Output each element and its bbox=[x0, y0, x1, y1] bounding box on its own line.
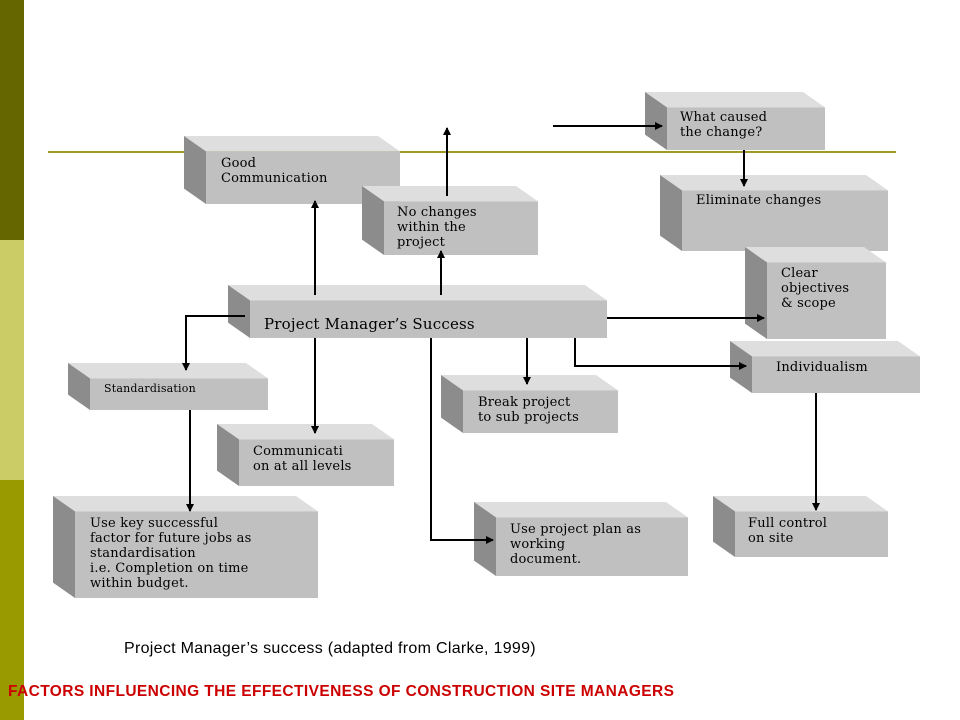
sidebar-band-middle bbox=[0, 240, 24, 480]
box-label-no-changes: No changes within the project bbox=[397, 205, 477, 250]
box-front-face bbox=[206, 151, 400, 204]
box-label-what-caused: What caused the change? bbox=[680, 110, 768, 140]
box-standardisation bbox=[68, 363, 268, 410]
box-front-face bbox=[250, 300, 607, 338]
box-good-communication bbox=[184, 136, 400, 204]
box-front-face bbox=[496, 517, 688, 576]
sidebar-band-bottom bbox=[0, 480, 24, 720]
box-side-face bbox=[217, 424, 239, 486]
box-label-use-project-plan: Use project plan as working document. bbox=[510, 522, 642, 567]
box-use-project-plan bbox=[474, 502, 688, 576]
box-communication-all-levels bbox=[217, 424, 394, 486]
box-label-full-control: Full control on site bbox=[748, 516, 828, 546]
box-top-face bbox=[441, 375, 618, 391]
box-top-face bbox=[645, 92, 825, 108]
box-top-face bbox=[745, 247, 886, 263]
title-rule-line bbox=[48, 151, 896, 153]
box-top-face bbox=[474, 502, 688, 518]
slide-footer-title: FACTORS INFLUENCING THE EFFECTIVENESS OF… bbox=[8, 683, 675, 700]
box-front-face bbox=[463, 390, 618, 433]
box-side-face bbox=[362, 186, 384, 255]
box-top-face bbox=[184, 136, 400, 152]
box-what-caused bbox=[645, 92, 825, 150]
box-label-clear-objectives: Clear objectives & scope bbox=[781, 266, 850, 311]
box-label-standardisation: Standardisation bbox=[104, 382, 196, 395]
box-side-face bbox=[660, 175, 682, 251]
box-label-break-project: Break project to sub projects bbox=[478, 395, 579, 425]
box-top-face bbox=[228, 285, 607, 301]
box-side-face bbox=[228, 285, 250, 338]
box-project-manager-success bbox=[228, 285, 607, 338]
box-side-face bbox=[68, 363, 90, 410]
box-full-control bbox=[713, 496, 888, 557]
box-front-face bbox=[75, 511, 318, 598]
figure-caption: Project Manager’s success (adapted from … bbox=[124, 640, 536, 657]
box-side-face bbox=[184, 136, 206, 204]
box-top-face bbox=[730, 341, 920, 357]
box-eliminate-changes bbox=[660, 175, 888, 251]
box-front-face bbox=[239, 439, 394, 486]
box-side-face bbox=[441, 375, 463, 433]
box-label-communication-all-levels: Communicati on at all levels bbox=[253, 444, 352, 474]
box-side-face bbox=[745, 247, 767, 339]
sidebar-band-top bbox=[0, 0, 24, 240]
box-no-changes bbox=[362, 186, 538, 255]
box-label-good-communication: Good Communication bbox=[221, 156, 328, 186]
box-top-face bbox=[68, 363, 268, 379]
box-front-face bbox=[667, 107, 825, 150]
box-label-project-manager-success: Project Manager’s Success bbox=[264, 315, 475, 333]
box-front-face bbox=[384, 201, 538, 255]
arrow-to-use-project-plan bbox=[430, 338, 494, 544]
box-label-individualism: Individualism bbox=[776, 360, 868, 375]
box-label-eliminate-changes: Eliminate changes bbox=[696, 193, 822, 208]
box-top-face bbox=[53, 496, 318, 512]
box-side-face bbox=[53, 496, 75, 598]
arrow-to-individualism bbox=[574, 338, 747, 370]
box-front-face bbox=[682, 190, 888, 251]
box-top-face bbox=[660, 175, 888, 191]
box-top-face bbox=[362, 186, 538, 202]
box-front-face bbox=[735, 511, 888, 557]
arrow-to-standardisation bbox=[182, 315, 245, 371]
box-front-face bbox=[767, 262, 886, 339]
box-side-face bbox=[713, 496, 735, 557]
box-side-face bbox=[645, 92, 667, 150]
box-use-key-successful bbox=[53, 496, 318, 598]
box-top-face bbox=[713, 496, 888, 512]
box-top-face bbox=[217, 424, 394, 440]
box-front-face bbox=[90, 378, 268, 410]
box-label-use-key-successful: Use key successful factor for future job… bbox=[90, 516, 252, 591]
box-front-face bbox=[752, 356, 920, 393]
